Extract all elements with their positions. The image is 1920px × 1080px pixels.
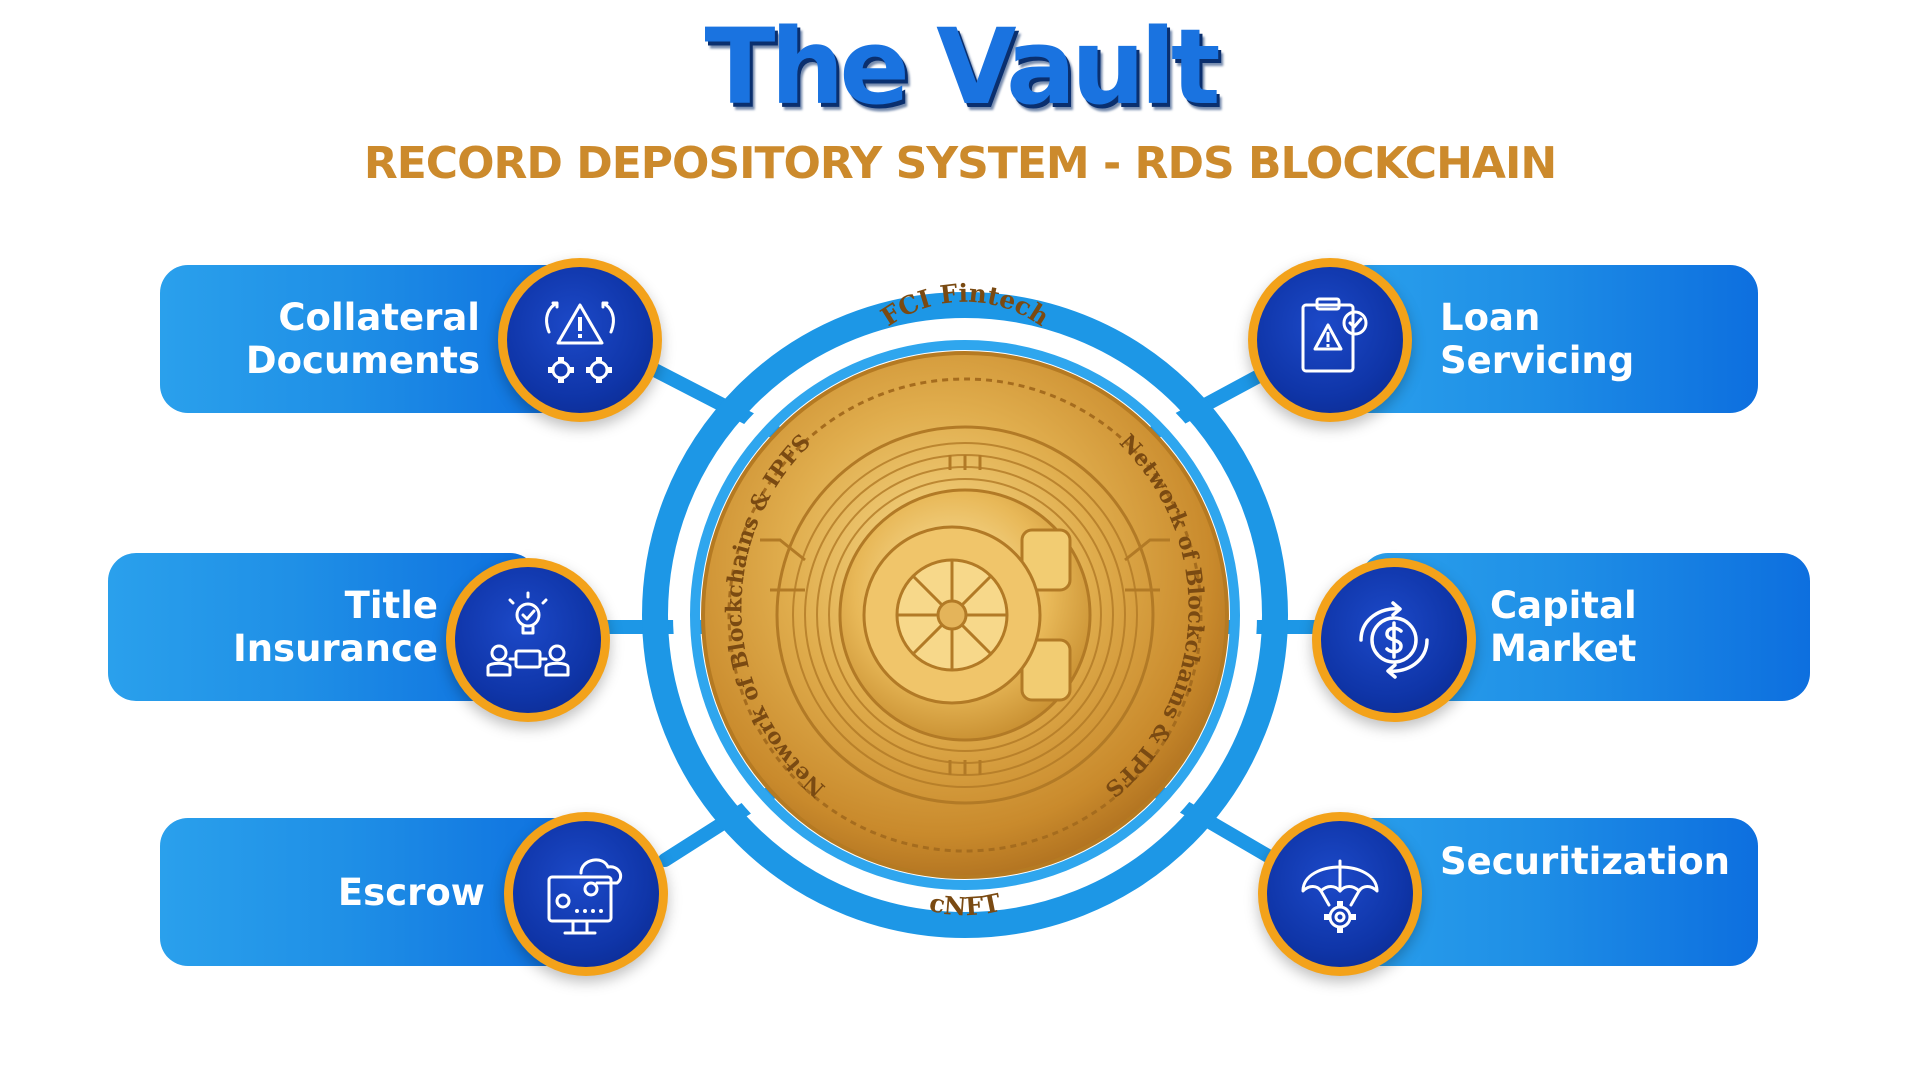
warning-gears-icon: [545, 301, 615, 383]
label-securitization: Securitization: [1440, 840, 1730, 883]
dollar-cycle-icon: [1359, 601, 1429, 679]
page-subtitle: RECORD DEPOSITORY SYSTEM - RDS BLOCKCHAI…: [363, 138, 1557, 189]
label-escrow: Escrow: [337, 870, 485, 914]
clipboard-check-warning-icon: [1301, 297, 1368, 373]
idea-people-icon: [486, 591, 570, 677]
badge-title-insurance: [446, 558, 610, 722]
coin-bottom-text: cNFT: [927, 888, 1004, 922]
badge-loan-servicing: [1248, 258, 1412, 422]
umbrella-gear-icon: [1301, 859, 1379, 933]
badge-escrow: [504, 812, 668, 976]
page-title: The Vault: [704, 6, 1220, 128]
badge-capital-market: [1312, 558, 1476, 722]
outer-ring: [642, 292, 1288, 938]
coin: FCI Fintech cNFT Network of Blockchains …: [701, 279, 1229, 922]
badge-securitization: [1258, 812, 1422, 976]
inner-ring: [690, 340, 1240, 890]
badge-collateral: [498, 258, 662, 422]
ring-gap: [673, 323, 1257, 907]
cloud-computer-gears-icon: [547, 858, 623, 935]
